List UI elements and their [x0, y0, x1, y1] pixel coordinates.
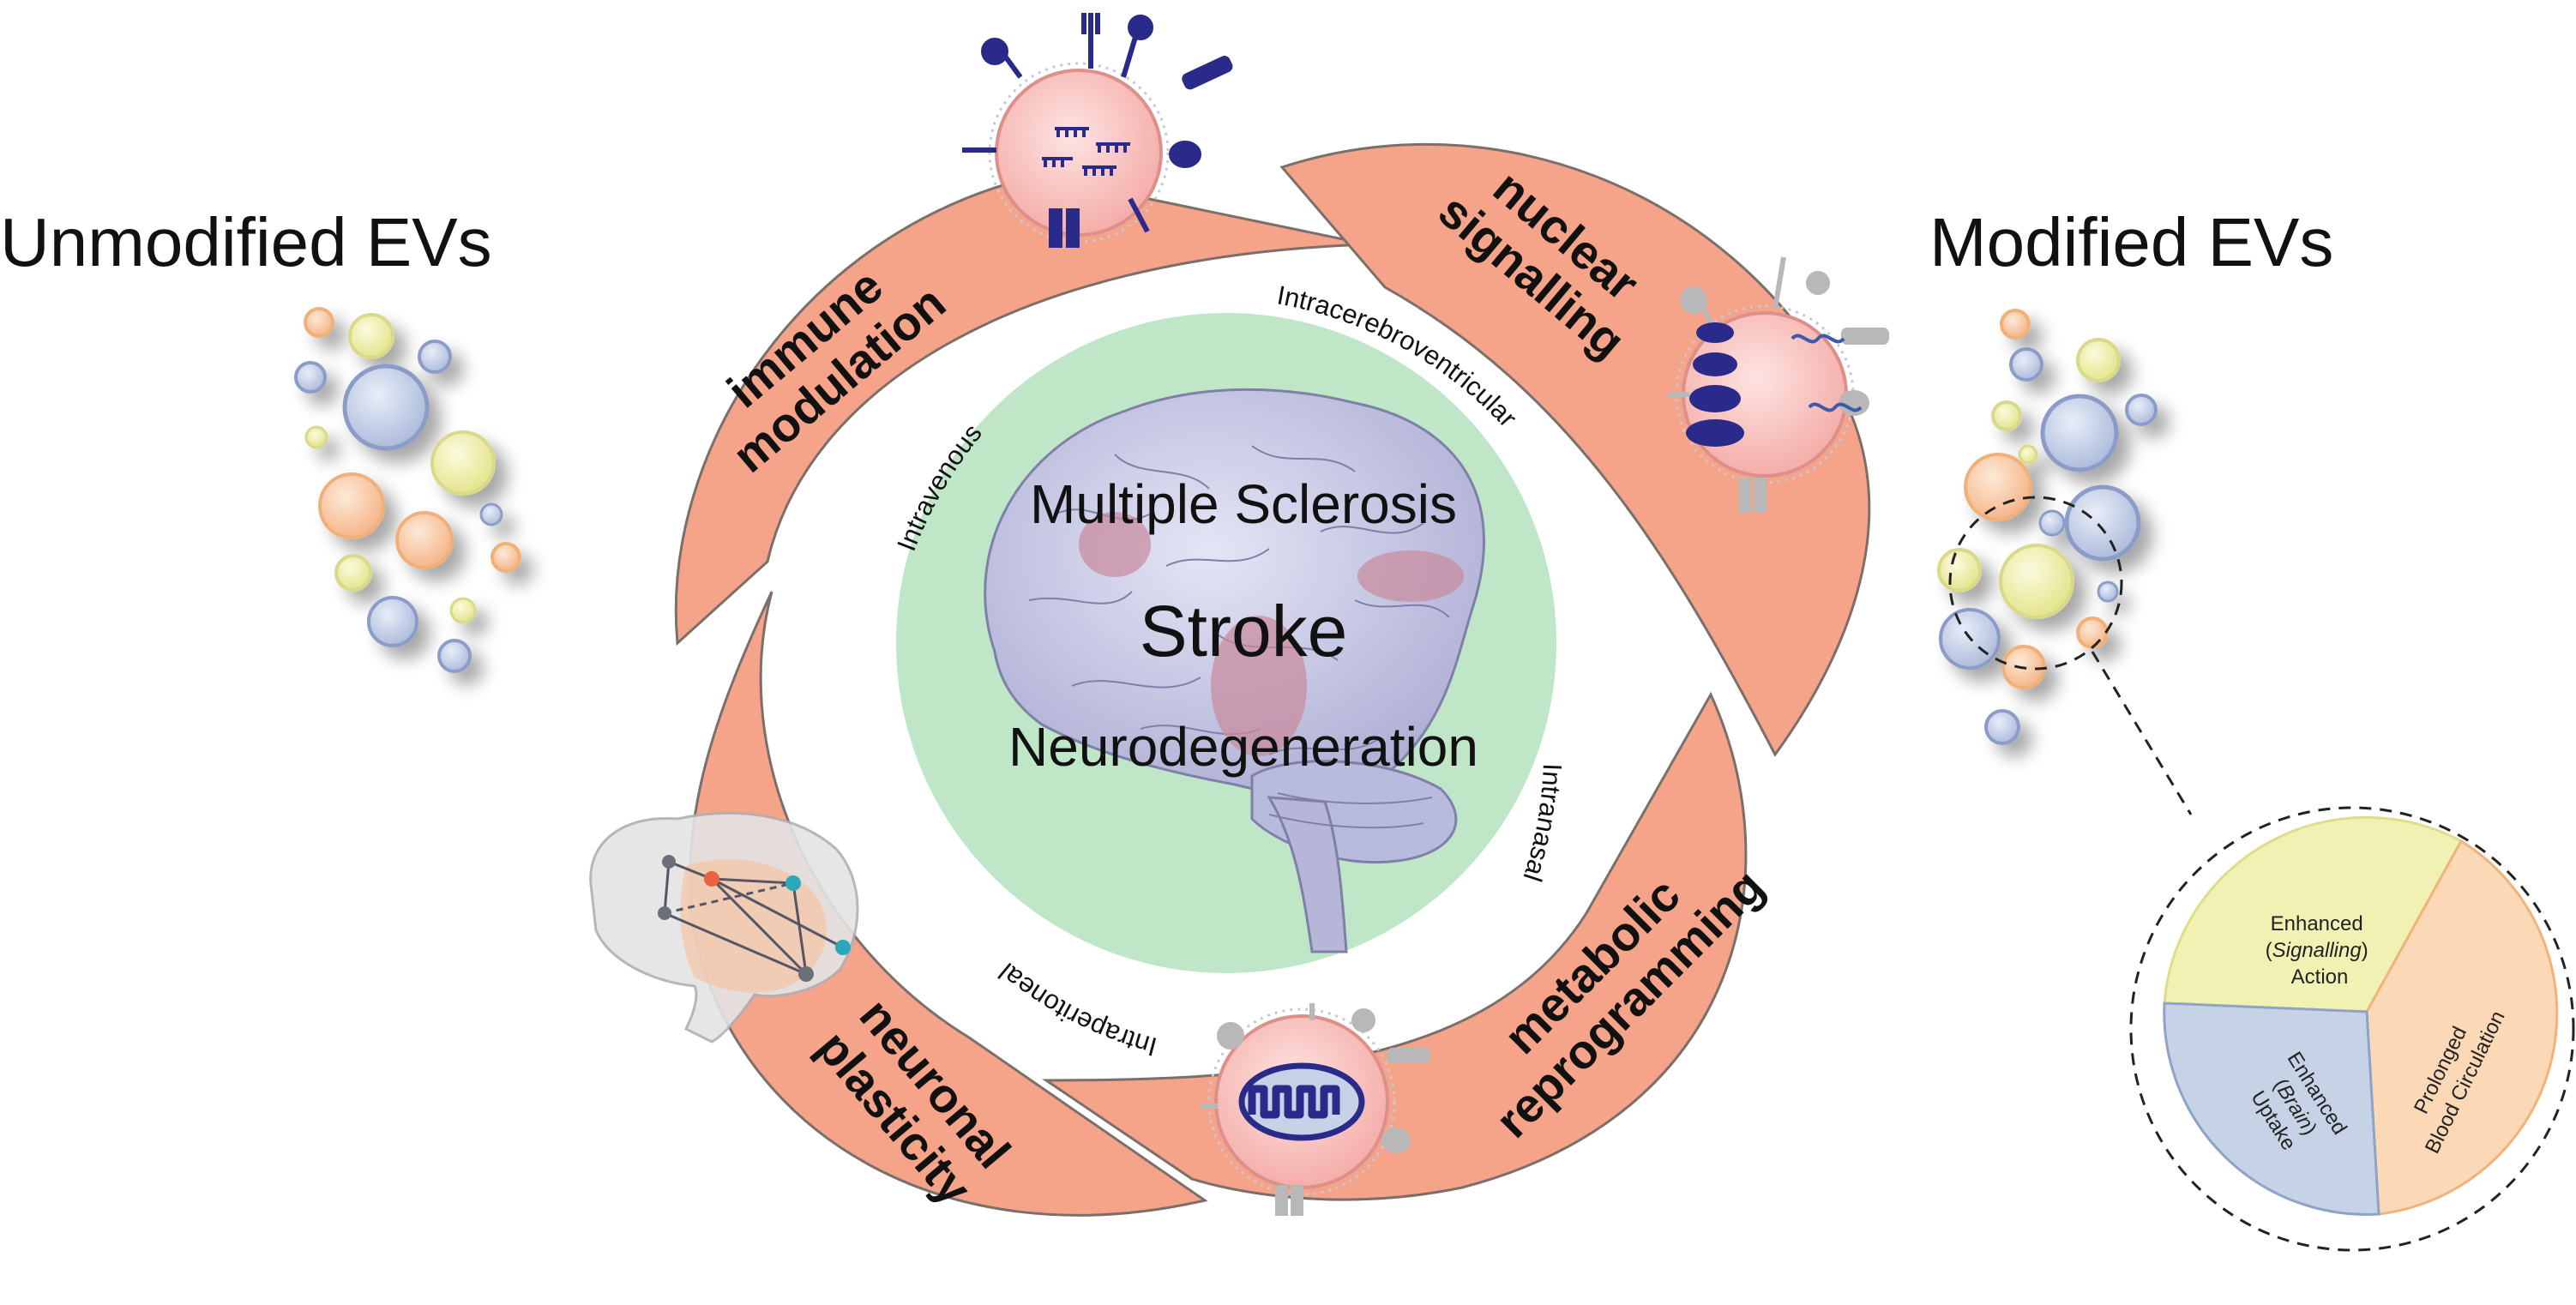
network-brain-illustration: [589, 811, 859, 1043]
ev-particle: [491, 542, 521, 573]
network-node: [785, 875, 801, 891]
network-edges: [663, 860, 844, 976]
surface-protein-icons: [1201, 1003, 1430, 1216]
arrow-metabolic-reprogramming: [1042, 691, 1748, 1201]
ev-particle: [479, 502, 503, 526]
lesion: [1079, 512, 1151, 577]
vesicle-immune: [962, 13, 1233, 248]
vesicle-metabolic: [1201, 1003, 1430, 1216]
ev-particle: [304, 307, 334, 338]
ev-particle: [449, 597, 477, 624]
vesicle-outer-dots: [1207, 1007, 1396, 1196]
ev-particle: [367, 596, 418, 647]
modification-pie: Enhanced (Signalling) Action Prolonged B…: [2163, 815, 2559, 1216]
brain-illustration: [984, 388, 1485, 953]
surface-protein-icons: [1668, 256, 1889, 513]
network-node: [658, 906, 671, 920]
ev-particle: [2064, 484, 2141, 562]
ev-particle: [430, 430, 496, 496]
ev-particle: [318, 472, 385, 539]
ev-particle: [2125, 394, 2158, 426]
network-node: [835, 940, 851, 955]
mechanism-arrows: [674, 142, 1871, 1217]
modified-evs-title: Modified EVs: [1929, 204, 2333, 280]
lesion: [1357, 550, 1464, 602]
ev-particle: [395, 511, 454, 569]
ev-particle: [1991, 400, 2022, 431]
pie-segment-signalling: [2163, 815, 2464, 1013]
rna-cargo-icons: [1042, 127, 1130, 176]
ev-particle: [1999, 544, 2074, 619]
ev-particle: [2040, 394, 2119, 472]
route-label-intraperitoneal: Intraperitoneal: [993, 957, 1160, 1062]
disease-multiple-sclerosis: Multiple Sclerosis: [1030, 473, 1457, 535]
zoom-target-circle: [2129, 806, 2575, 1252]
pie-label-line: Action: [2291, 965, 2349, 989]
unmodified-ev-cluster: [294, 307, 521, 673]
ev-particle: [1984, 709, 2020, 745]
pie-segment-circulation: [2365, 839, 2559, 1216]
dna-strand-icon: [1808, 402, 1863, 412]
network-node: [662, 855, 676, 869]
route-label-path: Intraperitoneal: [993, 957, 1160, 1062]
ev-particle: [2000, 309, 2031, 340]
pie-label-line: Enhanced: [2271, 912, 2363, 935]
disease-stroke: Stroke: [1140, 591, 1348, 671]
ev-particle: [2018, 444, 2038, 465]
ev-particle: [334, 554, 372, 592]
ev-particle: [2076, 616, 2109, 649]
unmodified-evs-title: Unmodified EVs: [0, 204, 492, 280]
dna-strand-icon: [1791, 334, 1845, 344]
ev-particle: [2097, 580, 2119, 603]
mitochondrion-icon: [1238, 1062, 1365, 1141]
ev-particle: [2076, 338, 2121, 382]
brain-folds: [1028, 445, 1450, 829]
lesion: [1211, 616, 1307, 756]
pie-label-brain-uptake: Enhanced (Brain) Uptake: [2246, 1048, 2351, 1154]
modified-ev-cluster: [1937, 309, 2158, 745]
ev-particle: [1937, 548, 1982, 592]
disease-neurodegeneration: Neurodegeneration: [1008, 716, 1478, 778]
brain-cerebrum: [984, 388, 1485, 797]
pie-segment-brain-uptake: [2163, 1001, 2380, 1216]
surface-protein-icons: [962, 13, 1233, 248]
ev-particle: [1964, 453, 2032, 521]
ev-particle: [294, 361, 327, 394]
network-node: [798, 966, 814, 982]
ev-particle: [418, 340, 452, 374]
chromatin-icons: [1686, 322, 1744, 447]
ev-particle: [304, 425, 328, 449]
ev-particle: [342, 364, 430, 451]
pie-label-signalling: Enhanced (Signalling) Action: [2266, 912, 2374, 989]
pie-label-italic: Signalling: [2272, 939, 2362, 962]
ev-particle: [348, 313, 394, 359]
zoom-source-circle: [1948, 496, 2123, 671]
network-node: [704, 871, 719, 887]
vesicle-nuclear: [1668, 256, 1889, 513]
pie-label-line: (Signalling): [2266, 939, 2368, 962]
brain-stem: [1267, 796, 1348, 953]
ev-particle: [2009, 347, 2043, 382]
ev-particle: [2038, 509, 2066, 537]
ev-particle: [437, 639, 472, 673]
zoom-connector-line: [2091, 651, 2193, 815]
arrow-nuclear-signalling: [1279, 142, 1871, 757]
